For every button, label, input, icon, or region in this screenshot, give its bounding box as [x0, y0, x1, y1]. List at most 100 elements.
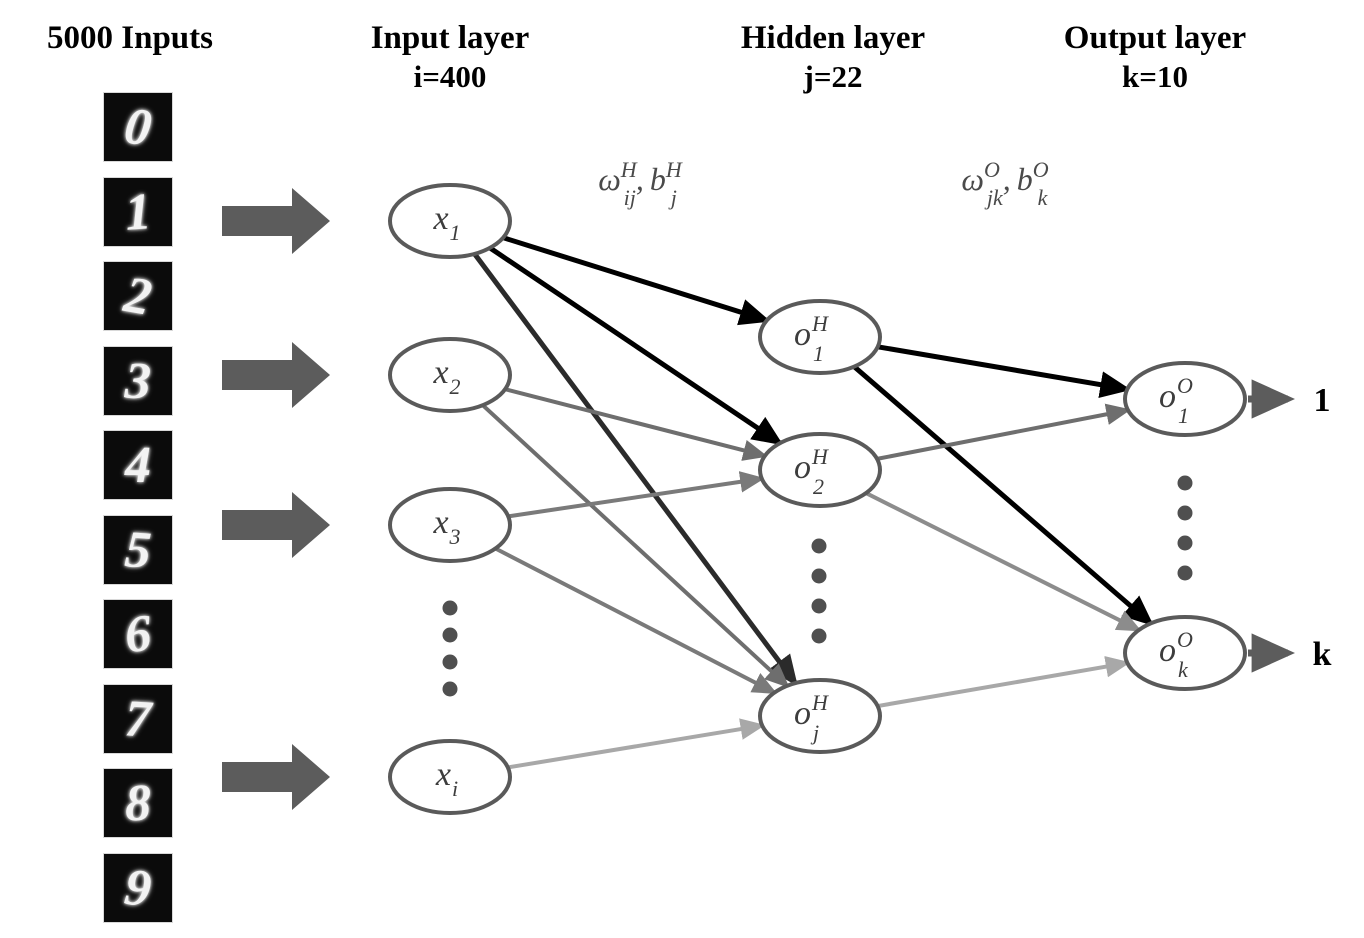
input-digit-thumbnail: 4	[103, 430, 173, 500]
node-label-base: o	[1159, 378, 1176, 415]
input-digit-thumbnail: 7	[103, 683, 173, 754]
output-omega-superscript: O	[984, 157, 1000, 182]
edge-o1H-to-o1O	[877, 344, 1132, 398]
hidden-label-comma: ,	[636, 161, 644, 197]
ellipsis-dot	[442, 654, 458, 670]
node-ellipse	[1123, 615, 1247, 691]
node-label-subscript: 1	[1178, 403, 1189, 428]
node-ellipse	[388, 183, 512, 259]
inputs-column-title: 5000 Inputs	[47, 20, 213, 56]
edge-x2-to-o2H	[504, 387, 768, 461]
input-node-xi[interactable]: xi	[388, 739, 512, 815]
output-omega-symbol: ω	[961, 161, 984, 197]
edge-ojH-to-okO	[877, 655, 1131, 709]
input-feed-arrow	[222, 492, 330, 558]
node-label-subscript: j	[810, 720, 819, 745]
node-label-base: o	[794, 316, 811, 353]
input-layer-title: Input layer	[371, 20, 530, 56]
input-digit-thumbnail: 0	[103, 92, 173, 162]
hidden-layer-title: Hidden layer	[741, 20, 925, 56]
ellipsis-dot	[811, 538, 827, 554]
hidden-ellipsis	[811, 538, 827, 644]
hidden-omega-symbol: ω	[598, 161, 621, 197]
node-label-base: o	[1159, 632, 1176, 669]
output-omega-subscript: jk	[984, 185, 1004, 210]
ellipsis-dot	[811, 568, 827, 584]
node-ellipse	[758, 432, 882, 508]
input-digit-thumbnail: 6	[103, 599, 173, 669]
node-label: x2	[432, 354, 460, 399]
node-label-subscript: k	[1178, 657, 1189, 682]
output-bias-subscript: k	[1038, 185, 1049, 210]
node-label-subscript: 3	[449, 524, 461, 549]
node-label-superscript: H	[811, 311, 829, 336]
hidden-node-o1[interactable]: oH 1	[758, 299, 882, 375]
node-label-base: x	[432, 504, 448, 541]
node-ellipse	[1123, 361, 1247, 437]
output-bias-superscript: O	[1033, 157, 1049, 182]
input-node-x3[interactable]: x3	[388, 487, 512, 563]
input-feed-arrow	[222, 342, 330, 408]
hidden-layer-subtitle: j=22	[803, 59, 863, 94]
node-label-base: o	[794, 449, 811, 486]
hidden-omega-subscript: ij	[624, 185, 636, 210]
ellipsis-dot	[442, 600, 458, 616]
hidden-bias-symbol: b	[650, 161, 666, 197]
output-bias-symbol: b	[1017, 161, 1033, 197]
node-label-subscript: 2	[813, 474, 824, 499]
node-label-superscript: H	[811, 690, 829, 715]
node-ellipse	[388, 739, 512, 815]
node-label: x1	[432, 200, 460, 245]
edge-x3-to-ojH	[494, 546, 778, 695]
ellipsis-dot	[1177, 475, 1193, 491]
input-ellipsis	[442, 600, 458, 697]
node-label-base: o	[794, 695, 811, 732]
vertical-ellipses	[442, 475, 1193, 697]
output-label-comma: ,	[1003, 161, 1011, 197]
node-ellipse	[758, 678, 882, 754]
input-block-arrows	[222, 188, 330, 810]
edge-x1-to-ojH	[472, 252, 798, 687]
node-label-base: x	[432, 354, 448, 391]
output-node-o1[interactable]: oO 1	[1123, 361, 1247, 437]
input-digit-thumbnail: 3	[103, 345, 173, 416]
input-node-x1[interactable]: x1	[388, 183, 512, 259]
node-ellipse	[388, 337, 512, 413]
ellipsis-dot	[811, 628, 827, 644]
input-digit-thumbnail: 5	[103, 514, 173, 585]
ellipsis-dot	[442, 627, 458, 643]
connection-edges	[472, 235, 1154, 770]
edge-o1H-to-okO	[852, 364, 1154, 627]
node-label-subscript: 1	[813, 341, 824, 366]
ellipsis-dot	[442, 681, 458, 697]
node-ellipse	[388, 487, 512, 563]
node-label-superscript: O	[1177, 373, 1193, 398]
input-feed-arrow	[222, 188, 330, 254]
digit-glyph: 4	[125, 436, 151, 494]
node-label: xi	[435, 756, 458, 801]
node-label-subscript: 2	[450, 374, 461, 399]
node-ellipse	[758, 299, 882, 375]
input-digit-thumbnail: 9	[103, 852, 173, 923]
node-label-base: x	[432, 200, 448, 237]
ellipsis-dot	[1177, 565, 1193, 581]
input-digit-thumbnail: 2	[103, 261, 173, 331]
edge-x1-to-o1H	[502, 235, 771, 326]
node-label-subscript: i	[452, 776, 458, 801]
input-node-x2[interactable]: x2	[388, 337, 512, 413]
node-label: oO 1	[1159, 373, 1193, 428]
edge-x1-to-o2H	[488, 245, 784, 446]
ellipsis-dot	[1177, 535, 1193, 551]
